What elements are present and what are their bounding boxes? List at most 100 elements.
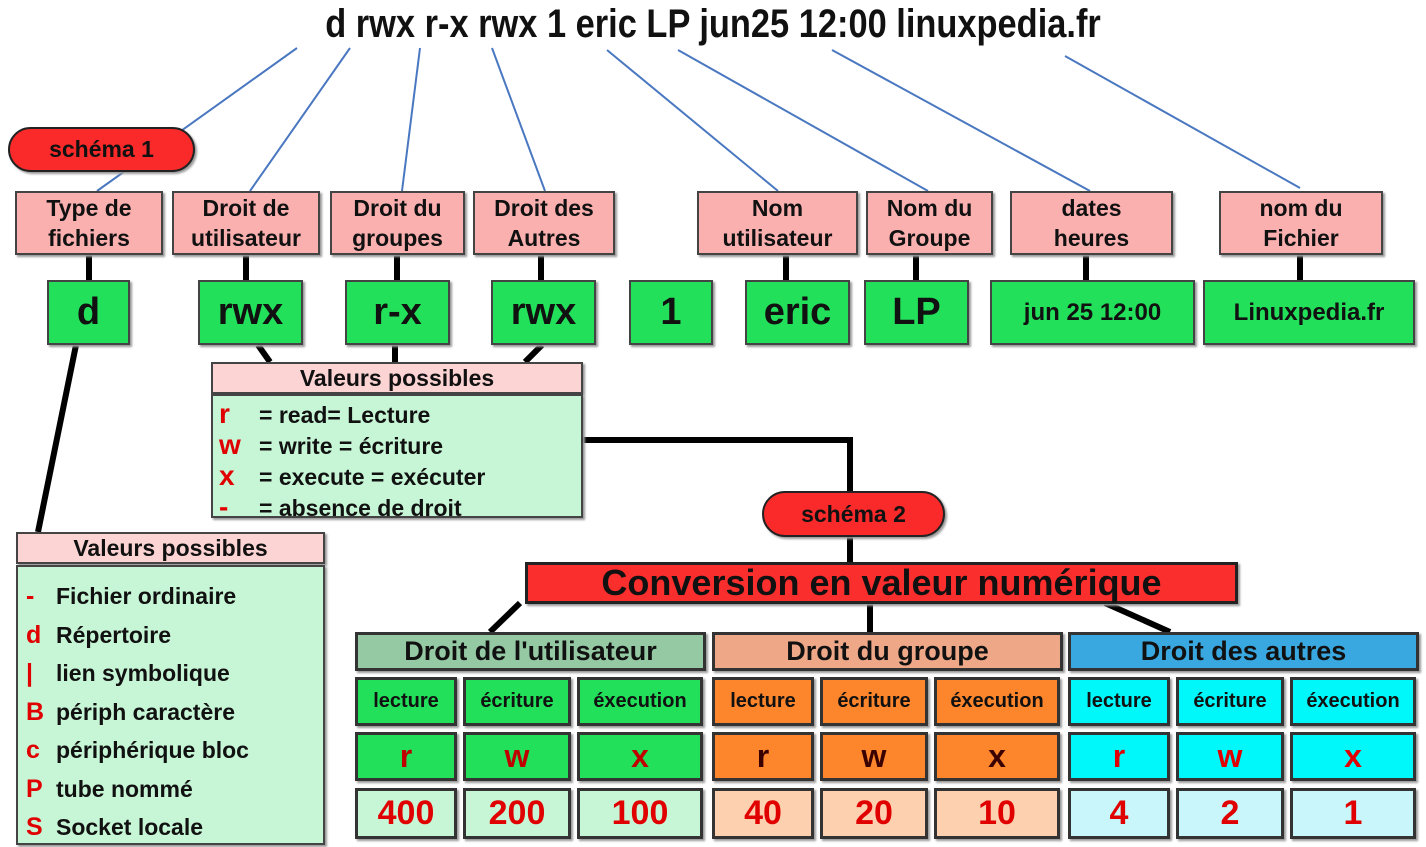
column-label: lecture: [712, 677, 814, 726]
field-label-line: Autres: [507, 225, 581, 251]
type-symbol: c: [26, 736, 40, 764]
group-header: Droit du groupe: [712, 632, 1063, 671]
conversion-title: Conversion en valeur numérique: [525, 562, 1238, 604]
column-label: lecture: [355, 677, 457, 726]
field-label: nom du Fichier: [1219, 191, 1383, 255]
column-label: éxecution: [1290, 677, 1416, 726]
field-value: rwx: [198, 280, 303, 345]
numeric-value: 20: [820, 788, 928, 839]
field-label-line: fichiers: [48, 225, 130, 251]
field-value: rwx: [491, 280, 596, 345]
perm-meaning: = read= Lecture: [259, 402, 431, 428]
numeric-value: 10: [934, 788, 1060, 839]
numeric-value: 40: [712, 788, 814, 839]
field-label-line: Droit du: [353, 195, 442, 221]
perm-meaning: = absence de droit: [259, 495, 462, 521]
schema-1-badge: schéma 1: [8, 127, 195, 172]
field-label-line: dates: [1061, 195, 1122, 221]
field-value: jun 25 12:00: [990, 280, 1195, 345]
field-label: Nom utilisateur: [697, 191, 858, 255]
field-value: d: [47, 280, 130, 345]
perm-meaning: = execute = exécuter: [259, 464, 486, 490]
permission-letter: x: [934, 732, 1060, 781]
perm-symbol: x: [219, 460, 235, 491]
group-header: Droit des autres: [1068, 632, 1419, 671]
type-value-item: c périphérique bloc: [26, 731, 315, 770]
type-value-item: | lien symbolique: [26, 654, 315, 693]
field-label-line: heures: [1053, 225, 1130, 251]
numeric-value: 1: [1290, 788, 1416, 839]
field-label-line: groupes: [352, 225, 443, 251]
perm-symbol: w: [219, 429, 241, 460]
column-label: éxecution: [934, 677, 1060, 726]
numeric-value: 2: [1176, 788, 1284, 839]
field-label-line: Type de: [46, 195, 132, 221]
permission-letter: r: [712, 732, 814, 781]
numeric-value: 4: [1068, 788, 1170, 839]
field-value: 1: [629, 280, 713, 345]
field-label: dates heures: [1010, 191, 1173, 255]
type-symbol: d: [26, 620, 42, 649]
field-label: Droit de utilisateur: [172, 191, 320, 255]
column-label: écriture: [463, 677, 571, 726]
type-meaning: Fichier ordinaire: [56, 583, 237, 609]
field-label-line: utilisateur: [722, 225, 833, 251]
column-label: lecture: [1068, 677, 1170, 726]
field-value: LP: [864, 280, 969, 345]
type-meaning: tube nommé: [56, 775, 193, 802]
schema-2-badge: schéma 2: [762, 491, 945, 537]
type-symbol: -: [26, 582, 35, 610]
field-label: Type de fichiers: [15, 191, 163, 255]
column-label: éxecution: [577, 677, 703, 726]
field-label: Nom du Groupe: [866, 191, 993, 255]
type-value-item: d Répertoire: [26, 616, 315, 655]
type-values-title: Valeurs possibles: [16, 532, 325, 564]
column-label: écriture: [1176, 677, 1284, 726]
field-label-line: Droit de: [202, 195, 290, 221]
type-meaning: périphérique bloc: [56, 737, 249, 763]
type-meaning: lien symbolique: [56, 660, 230, 686]
type-values-list: -Fichier ordinaire d Répertoire | lien symbo…: [16, 565, 325, 845]
ls-output-line: d rwx r-x rwx 1 eric LP jun25 12:00 linu…: [325, 2, 1101, 46]
numeric-value: 100: [577, 788, 703, 839]
permission-letter: w: [820, 732, 928, 781]
field-label-line: Fichier: [1263, 225, 1339, 251]
field-label-line: nom du: [1259, 195, 1343, 221]
permission-letter: r: [1068, 732, 1170, 781]
field-label-line: Nom: [751, 195, 804, 221]
type-meaning: Socket locale: [56, 814, 204, 840]
type-value-item: -Fichier ordinaire: [26, 577, 315, 616]
permission-letter: x: [1290, 732, 1416, 781]
type-meaning: périph caractère: [56, 698, 235, 725]
type-symbol: S: [26, 813, 43, 841]
perm-value-item: x = execute = exécuter: [219, 460, 575, 491]
field-value: eric: [745, 280, 850, 345]
field-label-line: utilisateur: [191, 225, 301, 251]
type-symbol: B: [26, 697, 45, 726]
permission-letter: r: [355, 732, 457, 781]
field-label: Droit du groupes: [330, 191, 465, 255]
perm-value-item: w = write = écriture: [219, 429, 575, 460]
type-symbol: |: [26, 659, 33, 687]
perm-value-item: r= read= Lecture: [219, 398, 575, 429]
type-meaning: Répertoire: [56, 621, 172, 648]
field-label-line: Nom du: [886, 195, 973, 221]
column-label: écriture: [820, 677, 928, 726]
permission-letter: x: [577, 732, 703, 781]
field-label-line: Groupe: [888, 225, 971, 251]
field-value: r-x: [345, 280, 450, 345]
perm-meaning: = write = écriture: [259, 433, 444, 459]
group-header: Droit de l'utilisateur: [355, 632, 706, 671]
numeric-value: 200: [463, 788, 571, 839]
perm-value-item: - = absence de droit: [219, 491, 575, 522]
field-label-line: Droit des: [494, 195, 594, 221]
perm-symbol: -: [219, 491, 229, 522]
numeric-value: 400: [355, 788, 457, 839]
type-symbol: P: [26, 774, 43, 803]
perm-values-title: Valeurs possibles: [211, 362, 583, 394]
